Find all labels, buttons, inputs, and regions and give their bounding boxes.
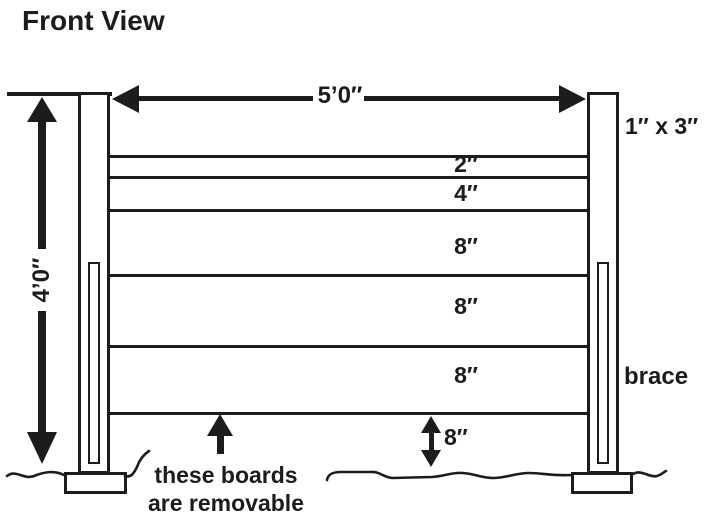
height-dim-line-top bbox=[38, 120, 46, 249]
width-dim-arrowhead-left-icon bbox=[112, 85, 139, 113]
ground-gap-arrowhead-up-icon bbox=[421, 416, 441, 433]
height-dim-arrowhead-down-icon bbox=[27, 432, 57, 464]
removable-pointer-shaft bbox=[217, 434, 224, 454]
board-line-5 bbox=[110, 345, 587, 348]
page-title: Front View bbox=[22, 5, 165, 36]
board-line-1 bbox=[110, 155, 587, 158]
board-line-3 bbox=[110, 209, 587, 212]
removable-pointer-arrowhead-icon bbox=[207, 414, 233, 436]
gap-label-4in: 4″ bbox=[454, 180, 478, 206]
ground-segment-right bbox=[631, 469, 668, 478]
ground-segment-left bbox=[5, 470, 66, 479]
left-footing bbox=[64, 472, 127, 494]
gap-label-2in: 2″ bbox=[454, 151, 478, 177]
height-dim-arrowhead-up-icon bbox=[27, 97, 57, 122]
board-size-label: 1″ x 3″ bbox=[625, 113, 699, 139]
board-line-4 bbox=[110, 274, 587, 277]
width-dim-label: 5’0″ bbox=[317, 82, 363, 109]
removable-caption: these boards are removable bbox=[142, 461, 310, 517]
gap-label-8in-3: 8″ bbox=[454, 362, 478, 388]
left-post-brace-slot bbox=[88, 262, 100, 464]
right-post-brace-slot bbox=[597, 262, 609, 464]
width-dim-line-left bbox=[137, 96, 313, 101]
ground-gap-arrow-shaft bbox=[429, 430, 434, 454]
ground-segment-middle bbox=[325, 470, 573, 482]
board-line-6 bbox=[110, 412, 587, 415]
removable-caption-line1: these boards bbox=[154, 462, 298, 488]
gap-label-8in-2: 8″ bbox=[454, 293, 478, 319]
brace-label: brace bbox=[624, 363, 689, 390]
width-dim-line-right bbox=[364, 96, 560, 101]
gap-label-8in-1: 8″ bbox=[454, 233, 478, 259]
board-line-2 bbox=[110, 176, 587, 179]
top-reference-line bbox=[7, 92, 112, 96]
ground-gap-label: 8″ bbox=[444, 424, 468, 450]
height-dim-line-bottom bbox=[38, 311, 46, 432]
width-dim-arrowhead-right-icon bbox=[559, 85, 586, 113]
removable-caption-line2: are removable bbox=[148, 490, 304, 516]
ground-gap-arrowhead-down-icon bbox=[421, 450, 441, 467]
right-footing bbox=[571, 472, 633, 494]
